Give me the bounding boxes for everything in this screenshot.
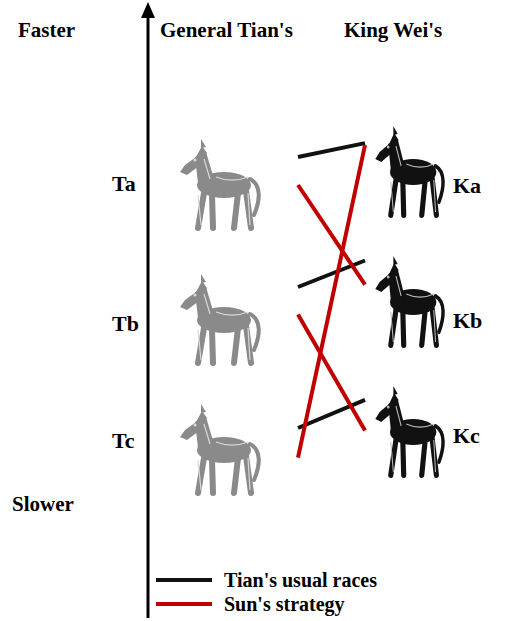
race-line: [298, 143, 365, 157]
tian-horse: Ta: [108, 130, 298, 240]
horse-figure: [168, 400, 268, 500]
horse-label: Kb: [453, 310, 482, 332]
axis-label: Faster: [18, 20, 75, 41]
horse-figure: [365, 382, 451, 482]
tian-horse: Tc: [108, 395, 298, 505]
legend-line-black: [156, 578, 212, 582]
king-horse: Kc: [365, 380, 505, 485]
column-heading: General Tian's: [160, 20, 293, 41]
axis-label: Slower: [12, 494, 74, 515]
tian-horse: Tb: [108, 265, 298, 375]
horse-figure: [365, 252, 451, 352]
race-line: [298, 261, 365, 288]
horse-figure: [168, 270, 268, 370]
horse-figure: [365, 122, 451, 222]
race-line: [298, 145, 365, 458]
horse-label: Kc: [453, 425, 480, 447]
king-horse: Ka: [365, 120, 505, 225]
horse-label: Ka: [453, 175, 481, 197]
horse-label: Tb: [112, 313, 139, 335]
axis-arrowhead: [141, 2, 155, 18]
legend-text: Sun's strategy: [224, 594, 345, 614]
king-horse: Kb: [365, 250, 505, 355]
legend-line-red: [156, 602, 212, 606]
column-heading: King Wei's: [344, 20, 442, 41]
horse-label: Ta: [112, 173, 136, 195]
speed-axis: [147, 14, 150, 618]
legend-text: Tian's usual races: [224, 570, 377, 590]
horse-figure: [168, 135, 268, 235]
horse-label: Tc: [112, 430, 134, 452]
